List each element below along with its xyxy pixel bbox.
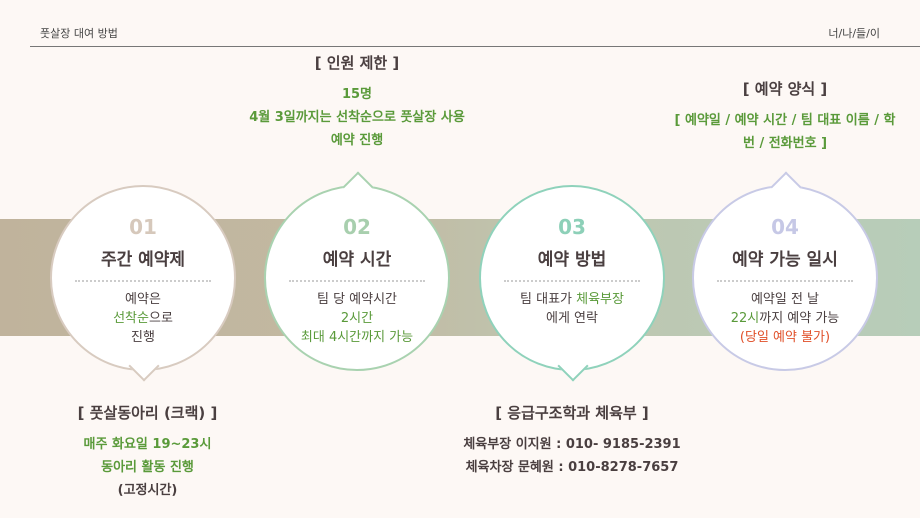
step-number: 03	[558, 215, 586, 239]
note-title: [ 응급구조학과 체육부 ]	[495, 404, 649, 422]
warning-text: (당일 예약 불가)	[739, 330, 831, 345]
note-title: [ 예약 양식 ]	[742, 80, 828, 98]
header-title: 풋살장 대여 방법	[40, 27, 118, 40]
dotted-divider	[504, 280, 640, 282]
note-line: 매주 화요일 19~23시	[83, 437, 212, 452]
step-3-circle: 03 예약 방법 팀 대표가 체육부장 에게 연락	[479, 185, 665, 382]
highlight-text: 체육부장	[576, 292, 624, 307]
note-club: [ 풋살동아리 (크랙) ] 매주 화요일 19~23시 동아리 활동 진행 (…	[40, 402, 255, 502]
step-2-circle: 02 예약 시간 팀 당 예약시간 2시간 최대 4시간까지 가능	[264, 171, 450, 371]
dotted-divider	[717, 280, 853, 282]
note-line: [ 예약일 / 예약 시간 / 팀 대표 이름 / 학	[674, 113, 896, 128]
note-line: 4월 3일까지는 선착순으로 풋살장 사용	[249, 110, 465, 125]
pointer-up	[342, 171, 374, 203]
dotted-divider	[75, 280, 211, 282]
note-title: [ 인원 제한 ]	[314, 54, 400, 72]
note-line: 예약 진행	[330, 133, 384, 148]
note-form: [ 예약 양식 ] [ 예약일 / 예약 시간 / 팀 대표 이름 / 학 번 …	[665, 78, 905, 155]
step-text: 진행	[131, 330, 155, 345]
pointer-up	[770, 171, 802, 203]
note-line: 체육차장 문혜원 : 010-8278-7657	[465, 460, 679, 475]
dotted-divider	[289, 280, 425, 282]
highlight-text: 22시	[730, 311, 760, 326]
step-text: 까지 예약 가능	[759, 311, 840, 326]
step-text: 예약은	[125, 292, 161, 307]
step-text: 팀 대표가	[520, 292, 577, 307]
step-title: 주간 예약제	[100, 250, 186, 270]
note-contact: [ 응급구조학과 체육부 ] 체육부장 이지원 : 010- 9185-2391…	[422, 402, 722, 479]
note-line: 동아리 활동 진행	[101, 460, 194, 475]
pointer-down	[557, 350, 589, 382]
header-author: 너/나/들/이	[828, 27, 880, 40]
note-limit: [ 인원 제한 ] 15명 4월 3일까지는 선착순으로 풋살장 사용 예약 진…	[207, 52, 507, 152]
header-divider	[30, 46, 920, 47]
step-text: 예약일 전 날	[750, 292, 820, 307]
highlight-text: 선착순	[113, 311, 149, 326]
note-line: 체육부장 이지원 : 010- 9185-2391	[463, 437, 681, 452]
step-number: 04	[771, 215, 799, 239]
note-title: [ 풋살동아리 (크랙) ]	[77, 404, 218, 422]
step-text: 에게 연락	[546, 311, 598, 326]
pointer-down	[128, 350, 160, 382]
step-title: 예약 시간	[322, 250, 392, 270]
step-title: 예약 가능 일시	[732, 250, 838, 270]
note-line: 15명	[341, 87, 373, 102]
step-number: 02	[343, 215, 371, 239]
step-title: 예약 방법	[537, 250, 607, 270]
step-text: 팀 당 예약시간	[316, 292, 398, 307]
highlight-text: 2시간	[340, 311, 374, 326]
step-number: 01	[129, 215, 157, 239]
note-line: (고정시간)	[117, 483, 178, 498]
highlight-text: 최대 4시간까지 가능	[300, 330, 414, 345]
step-1-circle: 01 주간 예약제 예약은 선착순으로 진행	[50, 185, 236, 382]
step-4-circle: 04 예약 가능 일시 예약일 전 날 22시까지 예약 가능 (당일 예약 불…	[692, 171, 878, 371]
note-line: 번 / 전화번호 ]	[742, 136, 828, 151]
step-text: 으로	[148, 311, 173, 326]
